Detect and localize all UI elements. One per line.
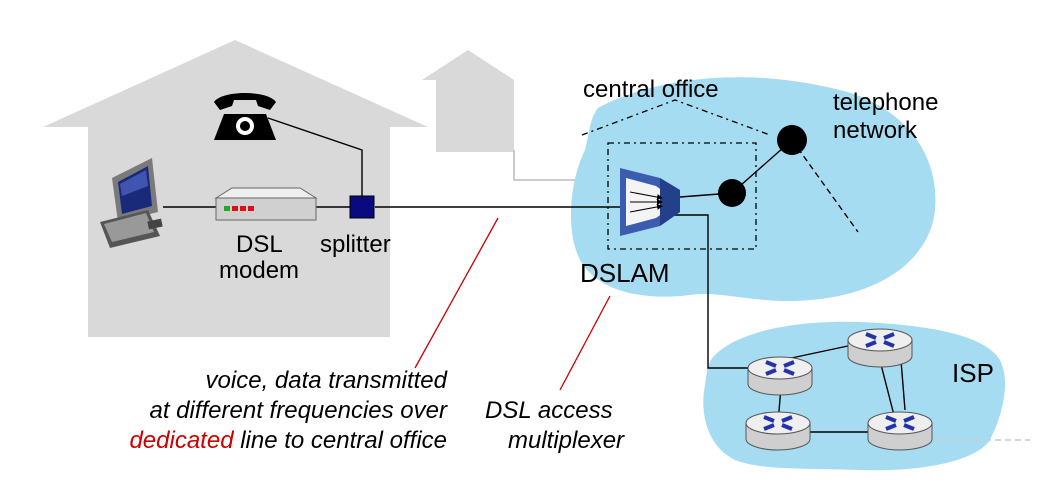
splitter-label: splitter — [320, 231, 391, 258]
central-office-outline — [581, 99, 771, 250]
router-icon — [745, 411, 811, 451]
dsl-label: DSL — [236, 231, 283, 258]
router-icon — [847, 328, 913, 368]
computer-icon — [100, 158, 163, 248]
central-office-label: central office — [583, 76, 719, 103]
telephone-icon — [214, 93, 276, 140]
dsl-modem-icon — [214, 187, 318, 221]
pointer-lines — [414, 217, 611, 391]
annotation-voice-line1: voice, data transmitted — [206, 367, 448, 394]
splitter-icon — [349, 195, 375, 219]
modem-label: modem — [219, 257, 299, 284]
router-icon — [867, 411, 933, 451]
dslam-label: DSLAM — [580, 258, 670, 288]
isp-label: ISP — [952, 358, 994, 388]
switch-node-icon — [718, 179, 746, 207]
router-icon — [747, 356, 813, 396]
home-house — [43, 40, 428, 337]
telephone-label: telephone — [833, 89, 938, 116]
annotation-voice-line2: at different frequencies over — [149, 397, 448, 424]
annotation-multiplexer: multiplexer — [508, 427, 625, 454]
dslam-icon — [620, 168, 680, 236]
network-label: network — [833, 117, 918, 144]
annotation-voice-line3-rest: line to central office — [234, 427, 447, 454]
telephone-network-cloud — [570, 77, 936, 302]
annotation-dsl-access: DSL access — [485, 397, 613, 424]
dedicated-word: dedicated — [129, 427, 234, 454]
central-office-house — [422, 50, 608, 181]
annotation-voice-line3: dedicated line to central office — [129, 427, 447, 454]
switch-node-icon — [777, 125, 807, 155]
